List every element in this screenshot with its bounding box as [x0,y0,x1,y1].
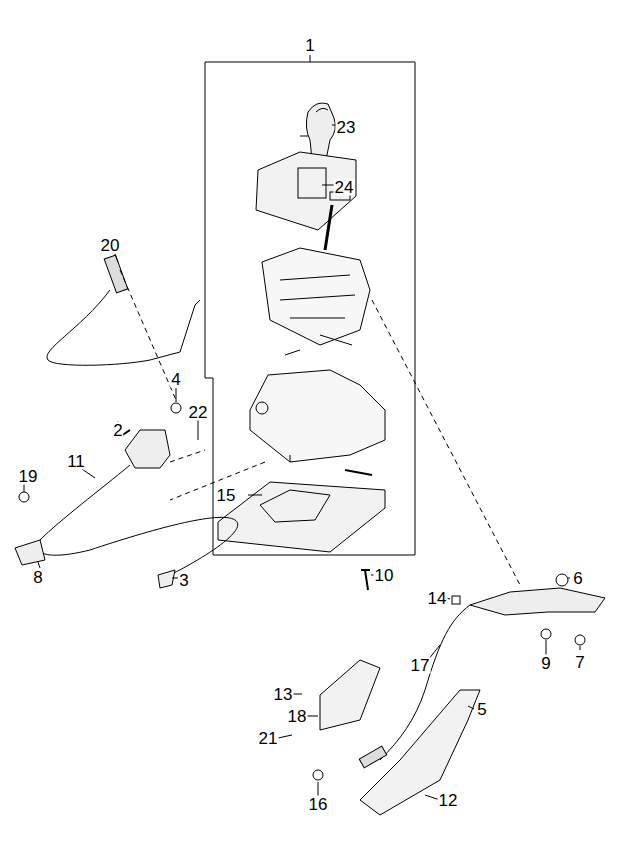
callout-number: 23 [336,119,357,136]
callout-number: 15 [216,487,237,504]
callout-number: 5 [476,701,487,718]
callout-number: 6 [572,570,583,587]
callout-number: 18 [287,708,308,725]
callout-number: 3 [178,572,189,589]
callout-number: 21 [258,730,279,747]
callout-number: 13 [273,686,294,703]
callout-number: 8 [32,569,43,586]
callout-number: 14 [427,590,448,607]
callout-number: 1 [304,37,315,54]
callout-number: 11 [66,453,86,470]
callout-number: 16 [308,796,329,813]
callout-number: 20 [100,237,121,254]
callout-number: 9 [540,655,551,672]
callout-number: 24 [334,179,355,196]
callout-number: 2 [112,422,123,439]
callout-number: 22 [188,404,209,421]
callout-number: 12 [438,792,459,809]
callout-number: 4 [170,371,181,388]
callout-number: 10 [374,567,395,584]
callout-number: 7 [574,654,585,671]
callout-number: 17 [410,657,431,674]
callout-number: 19 [18,468,39,485]
